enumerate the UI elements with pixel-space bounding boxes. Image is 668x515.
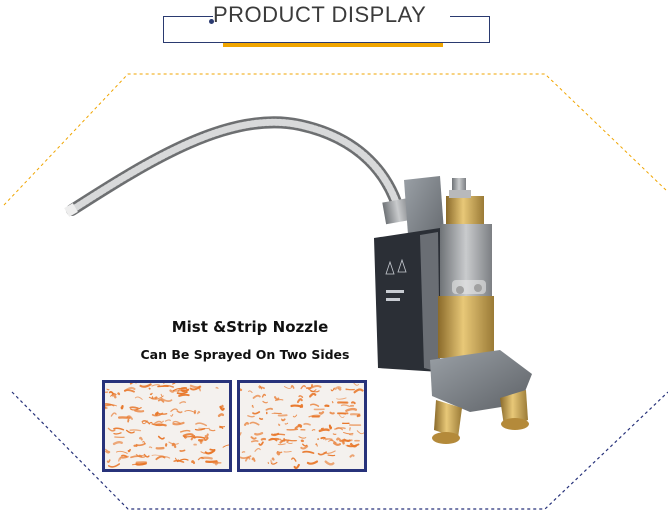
product-title: Mist &Strip Nozzle	[171, 318, 329, 336]
spray-pattern-left	[102, 380, 232, 472]
page-title: PRODUCT DISPLAY	[213, 2, 427, 27]
header-underline	[223, 43, 443, 47]
spray-pattern-right	[237, 380, 367, 472]
header-dot	[209, 19, 214, 24]
product-subtitle: Can Be Sprayed On Two Sides	[140, 347, 350, 362]
header-frame	[163, 16, 490, 43]
